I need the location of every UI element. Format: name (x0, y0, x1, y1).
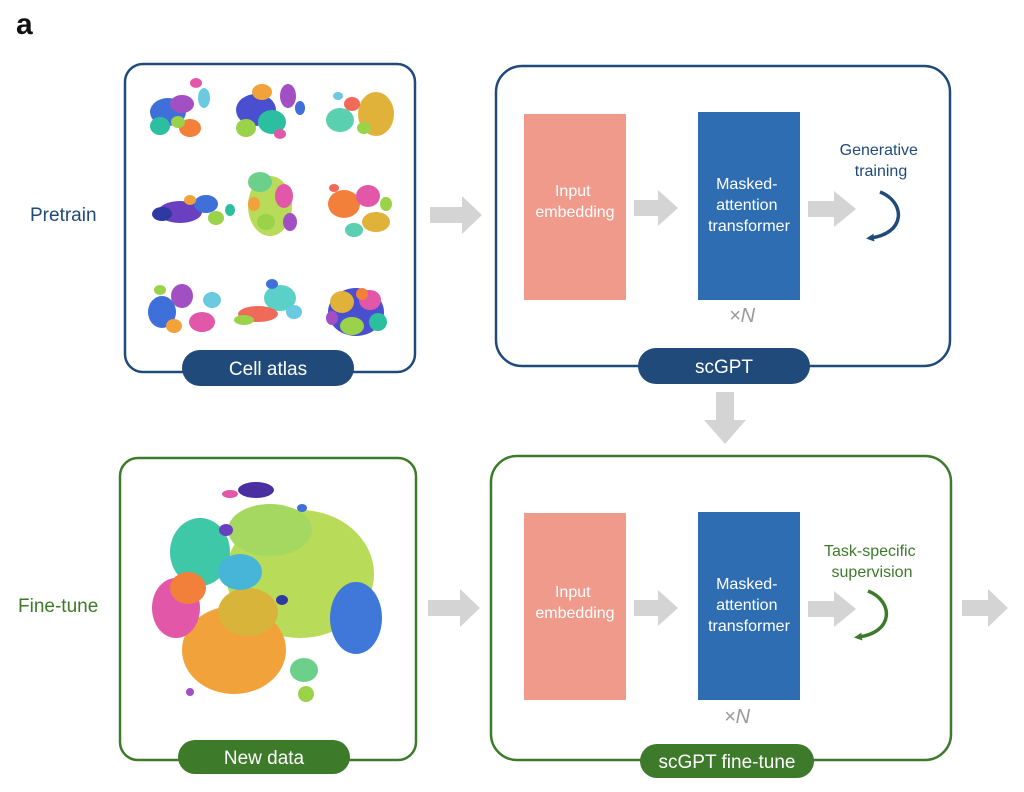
generative-training-label: Generative training (840, 142, 923, 180)
input-embedding-block (524, 513, 626, 700)
transformer-label-line1: Masked- (716, 576, 777, 593)
scgpt-label: scGPT (695, 357, 753, 378)
transformer-label-line3: transformer (708, 218, 790, 235)
row-label-finetune: Fine-tune (18, 596, 98, 617)
generative-training-line2: training (855, 163, 907, 180)
input-embedding-label: Input embedding (535, 183, 614, 221)
cell-atlas-box: Cell atlas (123, 62, 417, 386)
right-arrow-icon (808, 591, 856, 627)
transformer-label-line3: transformer (708, 618, 790, 635)
transformer-label-line2: attention (716, 197, 777, 214)
generative-training-line1: Generative (840, 142, 918, 159)
transformer-label-line2: attention (716, 597, 777, 614)
input-embedding-label-line1: Input (555, 584, 591, 601)
umap-plot-4 (152, 195, 235, 225)
right-arrow-icon (808, 191, 856, 227)
umap-plot-5 (248, 172, 297, 236)
scgpt-badge (638, 348, 810, 384)
layer-multiplier: ×N (729, 305, 756, 327)
scgpt-finetune-box: Input embedding Masked- attention transf… (489, 454, 953, 778)
layer-multiplier: ×N (724, 706, 751, 728)
curved-loop-arrow-icon (854, 589, 888, 641)
task-specific-supervision-line1: Task-specific (824, 543, 916, 560)
task-specific-supervision-line2: supervision (832, 564, 913, 581)
umap-plot-9 (326, 288, 387, 336)
umap-plot-2 (236, 84, 305, 139)
transformer-label: Masked- attention transformer (708, 576, 790, 635)
cell-atlas-umap-grid (148, 78, 394, 336)
transformer-block (698, 512, 800, 700)
new-data-badge (178, 740, 350, 774)
curved-loop-arrow-icon (866, 190, 900, 242)
transformer-label: Masked- attention transformer (708, 176, 790, 235)
right-arrow-icon (430, 196, 482, 234)
umap-plot-3 (326, 92, 394, 136)
input-embedding-label: Input embedding (535, 584, 614, 622)
down-arrow-icon (704, 392, 746, 444)
scgpt-finetune-badge (640, 744, 814, 778)
new-data-label: New data (224, 748, 305, 769)
scgpt-model-box: Input embedding Masked- attention transf… (494, 64, 952, 384)
new-data-embedding-plot (152, 482, 382, 702)
cell-atlas-label: Cell atlas (229, 359, 307, 380)
new-data-box: New data (118, 456, 418, 774)
input-embedding-label-line1: Input (555, 183, 591, 200)
right-arrow-icon (634, 590, 678, 626)
transformer-label-line1: Masked- (716, 176, 777, 193)
umap-plot-1 (150, 78, 210, 137)
umap-plot-8 (234, 279, 302, 325)
input-embedding-block (524, 114, 626, 300)
right-arrow-icon (634, 190, 678, 226)
umap-plot-7 (148, 284, 221, 333)
panel-label: a (16, 8, 33, 41)
transformer-block (698, 112, 800, 300)
input-embedding-label-line2: embedding (535, 605, 614, 622)
task-specific-supervision-label: Task-specific supervision (824, 543, 920, 581)
row-label-pretrain: Pretrain (30, 205, 97, 226)
umap-plot-6 (328, 184, 392, 237)
cell-atlas-badge (182, 350, 354, 386)
input-embedding-label-line2: embedding (535, 204, 614, 221)
right-arrow-icon (428, 589, 480, 627)
scgpt-finetune-label: scGPT fine-tune (659, 752, 796, 773)
right-arrow-icon (962, 589, 1008, 627)
